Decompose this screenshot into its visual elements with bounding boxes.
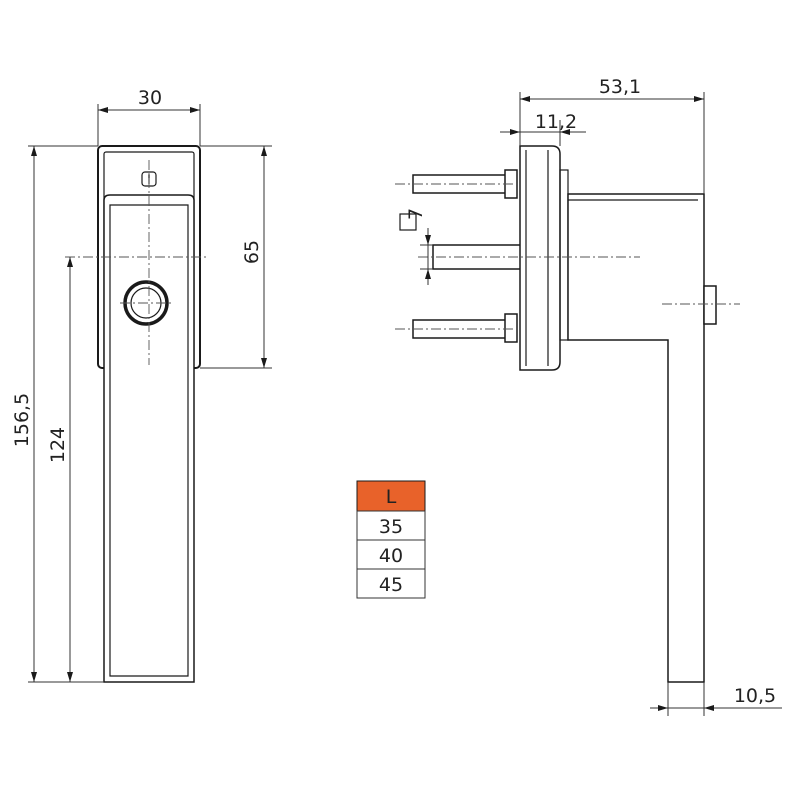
table-row-1: 35: [379, 516, 403, 538]
front-dimensions: [28, 104, 272, 683]
label-lever-thickness: 10,5: [734, 685, 776, 707]
table-row-3: 45: [379, 574, 403, 596]
front-handle-lever: [103, 194, 195, 683]
side-view: [395, 145, 740, 683]
side-dimensions: [399, 92, 782, 716]
front-handle-lever-inner: [109, 204, 189, 677]
label-depth: 53,1: [599, 76, 641, 98]
label-plate-depth: 11,2: [535, 111, 577, 133]
table-row-2: 40: [379, 545, 403, 567]
label-width: 30: [138, 87, 162, 109]
side-base-plate: [519, 145, 561, 371]
label-handle-length: 124: [47, 427, 69, 463]
label-plate-height: 65: [241, 240, 263, 264]
dimension-labels: 30 65 156,5 124 53,1 11,2 7 10,5: [11, 76, 776, 707]
length-table: L 35 40 45: [356, 480, 426, 599]
side-handle-lever: [567, 193, 705, 683]
table-row-3-cell: [356, 568, 426, 599]
front-view: [65, 145, 208, 683]
table-header-cell: [356, 480, 426, 512]
label-total-length: 156,5: [11, 393, 33, 447]
table-header: L: [386, 486, 397, 508]
label-square-spindle: 7: [405, 208, 427, 220]
side-lock-button: [703, 285, 717, 325]
square-symbol: [399, 213, 417, 231]
